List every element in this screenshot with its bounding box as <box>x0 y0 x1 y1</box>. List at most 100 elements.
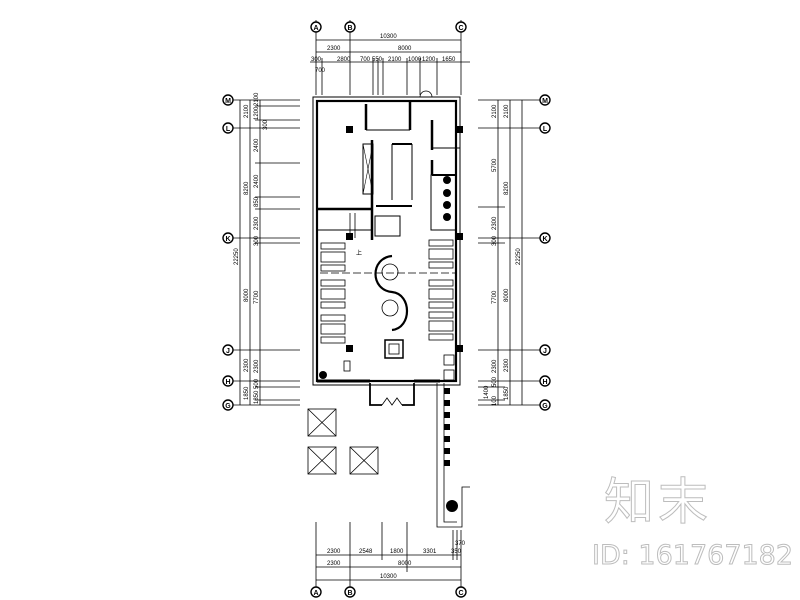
axis-label: B <box>347 590 352 597</box>
stair-label: 上 <box>356 249 362 257</box>
table-group-right-2 <box>428 279 454 309</box>
dim-text: 2300 <box>244 358 250 372</box>
axis-label: C <box>458 590 463 597</box>
dim-ticks-bottom <box>315 522 462 588</box>
dim-text: 2300 <box>492 359 498 373</box>
dim-text: 2300 <box>254 216 260 230</box>
columns <box>319 126 463 379</box>
dim-text: 1850 <box>244 386 250 400</box>
axis-label: K <box>542 236 547 243</box>
axis-label: G <box>225 403 231 410</box>
planters <box>444 388 458 512</box>
dim-text: 10300 <box>380 574 397 580</box>
round-table <box>381 263 399 281</box>
axis-label: C <box>458 25 463 32</box>
axis-label: A <box>313 590 318 597</box>
dim-text: 300 <box>254 235 260 246</box>
dim-text: 350 <box>451 549 462 555</box>
round-table <box>381 299 399 317</box>
dim-text: 300 <box>263 119 269 130</box>
dim-text: 5700 <box>492 158 498 172</box>
dim-text: 500 <box>492 376 498 387</box>
dim-text-right: 22250 2100 8200 8000 2300 1850 2100 5700… <box>484 104 522 406</box>
dim-text: 8000 <box>244 288 250 302</box>
cabinet <box>343 360 351 372</box>
dim-text: 2100 <box>492 104 498 118</box>
dim-text: 8000 <box>398 46 412 52</box>
dim-text: 1850 <box>254 390 260 404</box>
table-group-right-1 <box>428 239 454 269</box>
dim-text: 7700 <box>492 290 498 304</box>
dim-text: 2100 <box>388 57 402 63</box>
dim-text: 2300 <box>327 46 341 52</box>
axis-label: H <box>542 379 547 386</box>
dim-text: 2100 <box>244 104 250 118</box>
watermark-id: ID: 161767182 <box>591 540 794 572</box>
watermark-logo: 知末 <box>604 473 712 532</box>
dim-text: 2100 <box>504 104 510 118</box>
dim-text: 2300 <box>504 358 510 372</box>
axis-label: B <box>347 25 352 32</box>
building-walls <box>312 90 461 406</box>
dim-text: 1000 <box>408 57 422 63</box>
dim-text: 2800 <box>337 57 351 63</box>
dim-text: 2300 <box>327 561 341 567</box>
dim-text: 1400 <box>484 385 490 399</box>
dim-text: 8000 <box>504 288 510 302</box>
dim-text: 8200 <box>504 181 510 195</box>
dim-text: 100 <box>492 395 498 406</box>
dim-text: 8200 <box>244 181 250 195</box>
dim-text: 700 <box>315 68 326 74</box>
axis-bubbles <box>222 21 551 598</box>
table-group-left-2 <box>320 279 346 309</box>
dim-text: 1650 <box>442 57 456 63</box>
axis-label: J <box>543 348 547 355</box>
s-curve-bar <box>374 254 408 332</box>
dim-text: 8000 <box>398 561 412 567</box>
axis-bubble-labels: A B C A B C M L K J H G M L K J H G <box>225 25 548 597</box>
dim-text: 1200 <box>422 57 436 63</box>
axis-label: L <box>543 126 548 133</box>
dim-text-top: 10300 2300 8000 300 2800 700 550 2100 10… <box>311 34 456 74</box>
dim-text: 2548 <box>359 549 373 555</box>
axis-rows <box>233 99 540 406</box>
dim-text: 2100 <box>254 92 260 106</box>
dim-text: 700 <box>360 57 371 63</box>
axis-label: J <box>226 348 230 355</box>
dim-text: 850 <box>254 196 260 207</box>
dim-text: 1200 <box>254 106 260 120</box>
axis-label: A <box>313 25 318 32</box>
axis-label: M <box>542 98 548 105</box>
dim-text: 300 <box>492 235 498 246</box>
dim-text: 2300 <box>254 359 260 373</box>
dim-text: 22250 <box>234 248 240 265</box>
axis-label: H <box>225 379 230 386</box>
dim-text: 500 <box>254 378 260 389</box>
table-group-left-1 <box>320 242 346 272</box>
dim-text: 550 <box>372 57 383 63</box>
dim-text: 2400 <box>254 174 260 188</box>
dim-text: 1850 <box>504 386 510 400</box>
fireplace <box>384 339 404 359</box>
dim-ticks-top <box>321 58 438 95</box>
dim-text: 7700 <box>254 290 260 304</box>
axis-label: G <box>542 403 548 410</box>
table-group-right-3 <box>428 311 454 341</box>
dim-text: 370 <box>455 541 466 547</box>
axis-label: M <box>225 98 231 105</box>
dim-text-bottom: 2300 2548 1800 3301 350 370 2300 8000 10… <box>327 541 466 580</box>
table-group-left-3 <box>320 314 346 344</box>
dim-text: 2300 <box>327 549 341 555</box>
dim-text-left: 22250 2100 8200 8000 2300 1850 2100 1200… <box>234 92 269 404</box>
dim-text: 22250 <box>516 248 522 265</box>
axis-label: L <box>226 126 231 133</box>
dining-tables <box>320 239 455 381</box>
dim-text: 2300 <box>492 216 498 230</box>
dim-text: 300 <box>311 57 322 63</box>
dim-text: 10300 <box>380 34 397 40</box>
dim-text: 3301 <box>423 549 437 555</box>
axis-label: K <box>225 236 230 243</box>
dim-text: 1800 <box>390 549 404 555</box>
